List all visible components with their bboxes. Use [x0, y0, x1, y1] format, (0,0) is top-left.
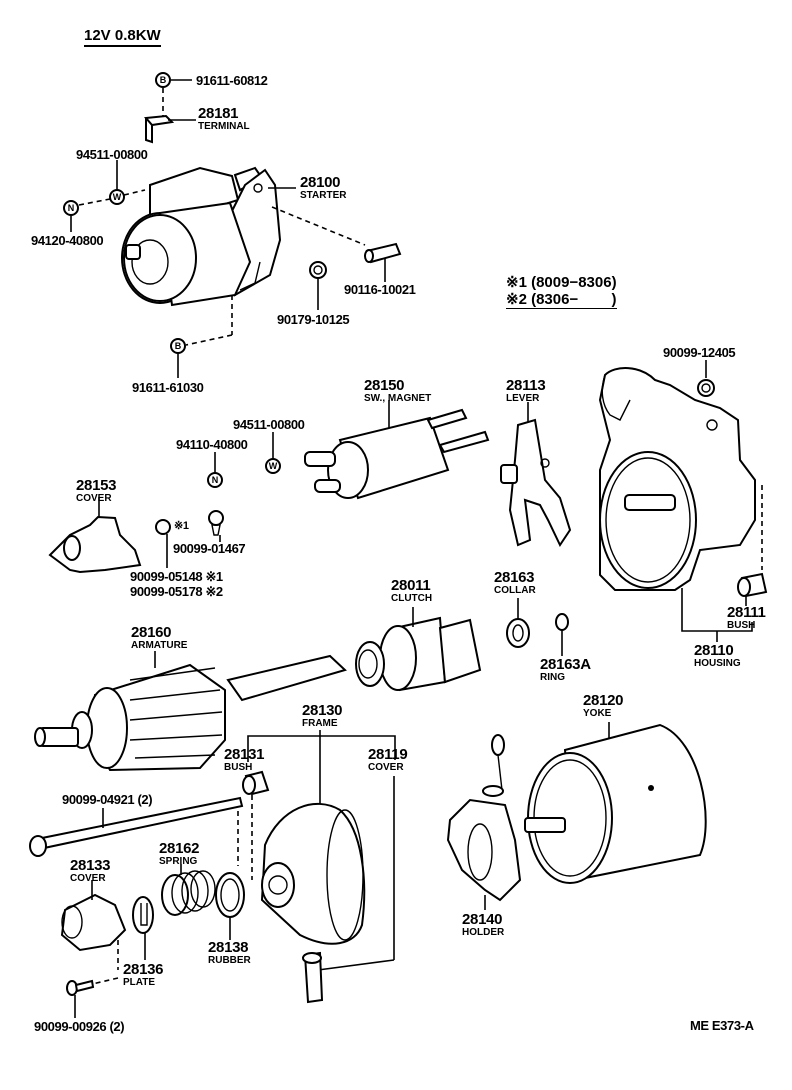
legend-range: (8306− ) — [531, 291, 617, 308]
diagram-title: 12V 0.8KW — [84, 28, 161, 47]
washer-marker-icon: W — [265, 458, 281, 474]
collar-icon — [506, 618, 530, 648]
part-label[interactable]: 90099-00926 (2) — [34, 1019, 125, 1034]
part-label[interactable]: 94120-40800 — [31, 233, 104, 248]
part-label[interactable]: 94511-00800 — [233, 417, 305, 432]
part-label[interactable]: 91611-60812 — [196, 73, 268, 88]
through-bolt-icon — [29, 796, 244, 857]
stud-bolt-icon — [364, 242, 402, 264]
part-label[interactable]: 90099-01467 — [173, 541, 246, 556]
symbol-note: ※1 — [174, 520, 189, 532]
spring-icon — [161, 870, 216, 916]
leader-line — [317, 959, 395, 971]
svg-text:B: B — [175, 341, 182, 351]
screw-icon — [66, 979, 95, 996]
screw-icon — [155, 519, 171, 535]
legend-mark: ※2 — [506, 291, 527, 308]
dash-line — [271, 206, 366, 246]
starter-assembly-icon — [121, 166, 282, 307]
dash-line — [123, 189, 146, 196]
svg-text:W: W — [269, 461, 278, 471]
dash-line — [78, 198, 111, 206]
leader-line — [247, 735, 396, 762]
part-label[interactable]: 90179-10125 — [277, 312, 350, 327]
yoke-icon — [524, 723, 707, 884]
diagram-code: ME E373-A — [690, 1018, 754, 1033]
bush-icon — [737, 572, 768, 598]
rubber-icon — [215, 872, 245, 918]
magnet-switch-icon — [304, 408, 490, 500]
end-cover-icon — [60, 893, 127, 952]
frame-icon — [260, 802, 366, 945]
svg-text:W: W — [113, 192, 122, 202]
bush-icon — [242, 770, 270, 796]
legend-range: (8009−8306) — [531, 274, 617, 291]
part-label[interactable]: 90099-05148 ※1 — [130, 569, 223, 584]
armature-icon — [34, 654, 347, 772]
brush-holder-icon — [446, 734, 522, 902]
bolt-marker-icon: B — [170, 338, 186, 354]
bolt-icon — [302, 951, 324, 1004]
part-label[interactable]: 94110-40800 — [176, 437, 248, 452]
nut-icon — [309, 261, 327, 279]
clutch-icon — [355, 616, 482, 692]
washer-marker-icon: W — [109, 189, 125, 205]
dash-line — [185, 334, 233, 346]
bolt-icon — [697, 379, 715, 397]
ring-icon — [555, 613, 569, 631]
nut-marker-icon: N — [63, 200, 79, 216]
bolt-marker-icon: B — [155, 72, 171, 88]
part-label[interactable]: 90116-10021 — [344, 282, 416, 297]
lever-icon — [500, 418, 572, 548]
nut-marker-icon: N — [207, 472, 223, 488]
legend: ※1 (8009−8306) ※2 (8306− ) — [506, 274, 617, 309]
plate-icon — [132, 896, 154, 934]
part-label[interactable]: 90099-12405 — [663, 345, 736, 360]
part-label[interactable]: 90099-04921 (2) — [62, 792, 153, 807]
legend-mark: ※1 — [506, 274, 527, 291]
part-label[interactable]: 91611-61030 — [132, 380, 204, 395]
housing-icon — [598, 367, 756, 591]
svg-text:N: N — [68, 203, 75, 213]
part-label[interactable]: 90099-05178 ※2 — [130, 584, 223, 599]
part-label[interactable]: 94511-00800 — [76, 147, 148, 162]
svg-text:N: N — [212, 475, 219, 485]
cover-icon — [48, 515, 142, 574]
svg-text:B: B — [160, 75, 167, 85]
terminal-bracket-icon — [143, 114, 175, 144]
bolt-icon — [208, 510, 224, 536]
